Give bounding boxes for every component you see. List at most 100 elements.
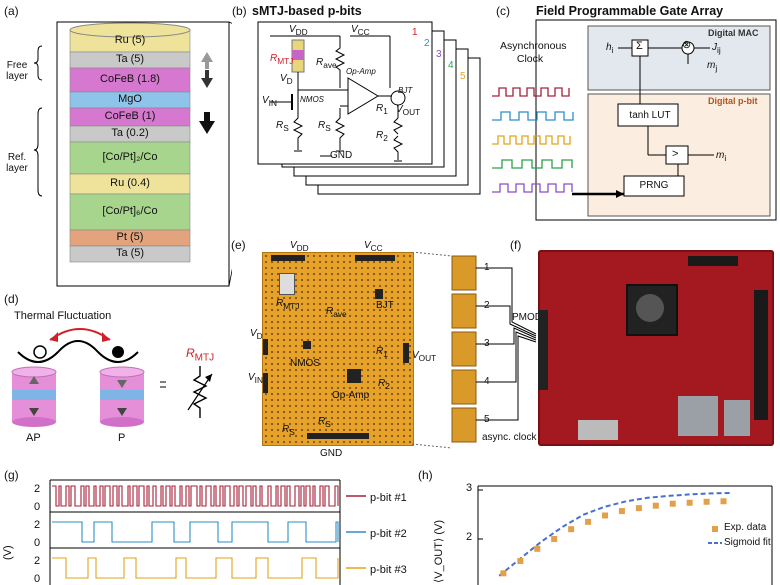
circuit-opamp-label: Op-Amp <box>346 67 376 76</box>
ref-layer-label: Ref. layer <box>6 152 28 174</box>
fpga-mj: mj <box>707 60 718 73</box>
thermal-figure <box>11 328 213 427</box>
fpga-mi: mi <box>716 150 727 163</box>
board-number-5: 5 <box>484 414 490 425</box>
gnd-header <box>307 433 369 439</box>
strip-board-1 <box>451 255 477 291</box>
pcb-vcc: VCC <box>364 240 383 253</box>
free-layer-arrow-icon <box>201 52 213 88</box>
circuit-bjt-label: BJT <box>398 86 413 95</box>
clock-wave-2 <box>492 111 574 121</box>
vout-sigmoid-chart <box>477 485 773 585</box>
stack-layer-label-5: Ta (0.2) <box>111 127 149 139</box>
exp-data-point <box>618 508 625 515</box>
clock-wave-4 <box>492 159 573 169</box>
opamp-chip <box>347 369 361 383</box>
stack-layer-label-9: Pt (5) <box>116 231 144 243</box>
panel-label-d: (d) <box>4 292 19 306</box>
board-strip-connections <box>412 252 537 449</box>
pbit-trace-2 <box>52 521 339 543</box>
circuit-vout: VOUT <box>396 104 421 117</box>
pcb-rs-2: RS <box>318 416 331 429</box>
vcc-header <box>355 255 395 261</box>
exp-data-point <box>669 500 676 507</box>
stack-layer-label-10: Ta (5) <box>115 247 145 259</box>
panel-label-f: (f) <box>510 238 522 252</box>
thermal-title: Thermal Fluctuation <box>14 310 112 322</box>
pmod-label: PMOD <box>512 312 542 323</box>
fan-icon <box>636 294 664 322</box>
trace3-tick-2: 2 <box>34 555 41 567</box>
trace3-tick-0: 0 <box>34 573 41 585</box>
p-free-arrow-icon <box>117 380 127 388</box>
chart-ytick-2: 2 <box>466 531 473 543</box>
strip-board-5 <box>451 407 477 443</box>
circuit-vin: VIN <box>262 95 278 108</box>
vd-pin <box>263 339 268 355</box>
circuit-r1: R1 <box>376 103 388 116</box>
trace-label-1: p-bit #1 <box>370 492 407 504</box>
circuit-gnd: GND <box>330 150 353 161</box>
stack-top-ellipse <box>69 22 191 38</box>
board-number-2: 2 <box>484 300 490 311</box>
exp-data-point <box>517 558 524 565</box>
sfp-cage-2 <box>724 400 750 436</box>
ap-free-arrow-icon <box>29 376 39 384</box>
exp-data-point <box>703 498 710 505</box>
trace1-tick-2: 2 <box>34 483 41 495</box>
panel-label-e: (e) <box>231 238 246 252</box>
pcb-vd: VD <box>250 328 263 341</box>
stack-layer-label-6: [Co/Pt]₂/Co <box>102 151 158 163</box>
exp-data-point <box>720 498 727 505</box>
trace-label-3: p-bit #3 <box>370 564 407 576</box>
sheet-number-5: 5 <box>460 71 466 82</box>
chart-ylabel: ⟨V_OUT⟩ (V) <box>433 520 445 583</box>
traces-ylabel: (V) <box>2 545 14 560</box>
vout-pin <box>403 343 409 363</box>
trace2-tick-0: 0 <box>34 537 41 549</box>
fpga-h: hi <box>606 42 614 55</box>
trace2-tick-2: 2 <box>34 519 41 531</box>
exp-data-point <box>551 536 558 542</box>
board-number-4: 4 <box>484 376 490 387</box>
panel-label-h: (h) <box>418 468 433 482</box>
exp-data-point <box>534 545 541 552</box>
panel-label-b: (b) <box>232 4 247 18</box>
ethernet-ports <box>578 420 618 440</box>
legend-exp-data: Exp. data <box>724 522 767 533</box>
strip-board-4 <box>451 369 477 405</box>
stack-layer-label-1: Ta (5) <box>115 53 145 65</box>
circuit-rs-2: RS <box>318 120 331 133</box>
pcb-r2: R2 <box>378 378 390 391</box>
pcb-rave: Rave <box>326 306 347 319</box>
sfp-cage-1 <box>678 396 718 436</box>
pcb-vout: VOUT <box>412 350 437 363</box>
fpga-j: Jij <box>712 42 721 55</box>
sheet-number-4: 4 <box>448 60 454 71</box>
circuit-rave: Rave <box>316 57 337 70</box>
clock-wave-5 <box>492 183 573 193</box>
stack-layer-8 <box>69 193 191 231</box>
exp-data-point <box>652 502 659 509</box>
vin-pin <box>263 373 268 393</box>
board-number-3: 3 <box>484 338 490 349</box>
circuit-rs-1: RS <box>276 120 289 133</box>
circuit-vd: VD <box>280 73 293 86</box>
sigma-symbol: Σ <box>636 40 643 52</box>
circuit-vcc: VCC <box>351 24 370 37</box>
clock-wave-3 <box>492 135 571 145</box>
ap-label: AP <box>26 432 41 444</box>
trace1-tick-0: 0 <box>34 501 41 513</box>
pmod-ports <box>538 310 548 390</box>
stack-layer-label-4: CoFeB (1) <box>104 110 156 122</box>
bjt-chip <box>375 289 383 299</box>
pcb-bjt: BJT <box>376 300 394 311</box>
mtj-socket <box>279 273 295 295</box>
tanh-lut-label: tanh LUT <box>629 110 671 121</box>
pcb-vin: VIN <box>248 372 264 385</box>
otimes-symbol: ⊗ <box>682 39 692 51</box>
fpga-diagram <box>492 19 777 221</box>
vdd-header <box>271 255 305 261</box>
chart-ytick-3: 3 <box>466 482 473 494</box>
